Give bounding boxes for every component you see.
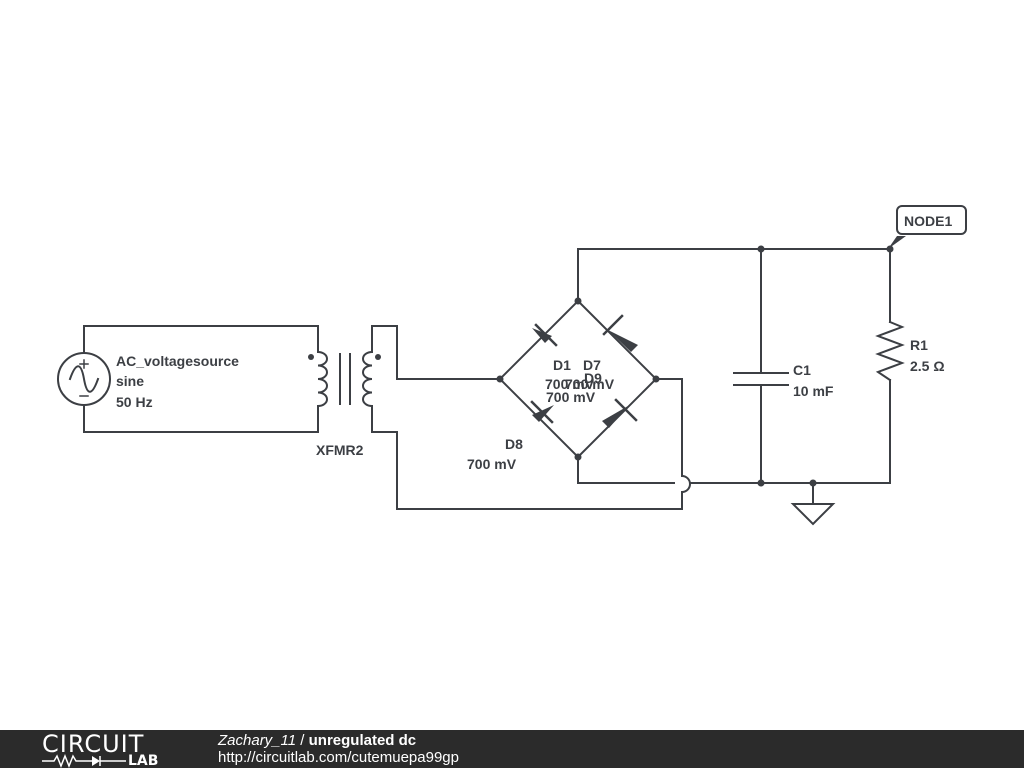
diode-d1-name: D1 (553, 357, 571, 373)
resistor-r1-name: R1 (910, 337, 928, 353)
circuit-meta: Zachary_11 / unregulated dc http://circu… (218, 732, 459, 766)
node1-flag[interactable]: NODE1 (888, 205, 967, 249)
capacitor-c1-value: 10 mF (793, 383, 834, 399)
circuit-url[interactable]: http://circuitlab.com/cutemuepa99gp (218, 749, 459, 766)
capacitor-c1-name: C1 (793, 362, 811, 378)
logo-resistor-diode-icon (42, 754, 126, 768)
xfmr-polarity-dot-primary (308, 354, 314, 360)
diode-d8-name: D8 (505, 436, 523, 452)
diode-d7-name: D7 (583, 357, 601, 373)
secondary-wires (371, 325, 691, 510)
diode-d7-value: 700 mV (565, 376, 615, 392)
source-frequency-label: 50 Hz (116, 394, 153, 410)
diode-d9[interactable] (602, 398, 638, 428)
junction-dots (496, 245, 894, 487)
diode-d1[interactable] (532, 323, 558, 347)
transformer-label: XFMR2 (316, 442, 364, 458)
schematic-diagram: AC_voltagesource sine 50 Hz XFMR2 (57, 205, 967, 526)
dc-output-wires (577, 248, 891, 505)
diode-d1-value: 700 mV (545, 376, 595, 392)
diode-d9-name: D9 (584, 370, 602, 386)
title-separator: / (296, 732, 309, 749)
diode-d8[interactable] (530, 400, 554, 424)
footer-bar: CIRCUIT LAB Zachary_11 / unregulated dc … (0, 730, 1024, 768)
diode-d8-value: 700 mV (467, 456, 517, 472)
diode-d7[interactable] (602, 314, 638, 352)
author-title-line: Zachary_11 / unregulated dc (218, 732, 459, 749)
ground-symbol[interactable] (790, 503, 836, 526)
xfmr-polarity-dot-secondary (375, 354, 381, 360)
diode-d9-value: 700 mV (546, 389, 596, 405)
circuitlab-logo[interactable]: CIRCUIT LAB (42, 732, 182, 768)
capacitor-c1[interactable] (733, 372, 789, 386)
resistor-r1[interactable] (875, 320, 905, 382)
logo-lab-text: LAB (128, 753, 159, 769)
source-name-label: AC_voltagesource (116, 353, 239, 369)
ac-voltage-source[interactable] (57, 352, 111, 406)
source-type-label: sine (116, 373, 144, 389)
author-name[interactable]: Zachary_11 (218, 732, 297, 749)
resistor-r1-value: 2.5 Ω (910, 358, 945, 374)
transformer-xfmr2[interactable] (308, 350, 381, 408)
primary-wires (83, 325, 319, 433)
node1-label: NODE1 (904, 213, 952, 229)
logo-circuit-text: CIRCUIT (42, 730, 145, 758)
circuit-title: unregulated dc (308, 732, 417, 749)
